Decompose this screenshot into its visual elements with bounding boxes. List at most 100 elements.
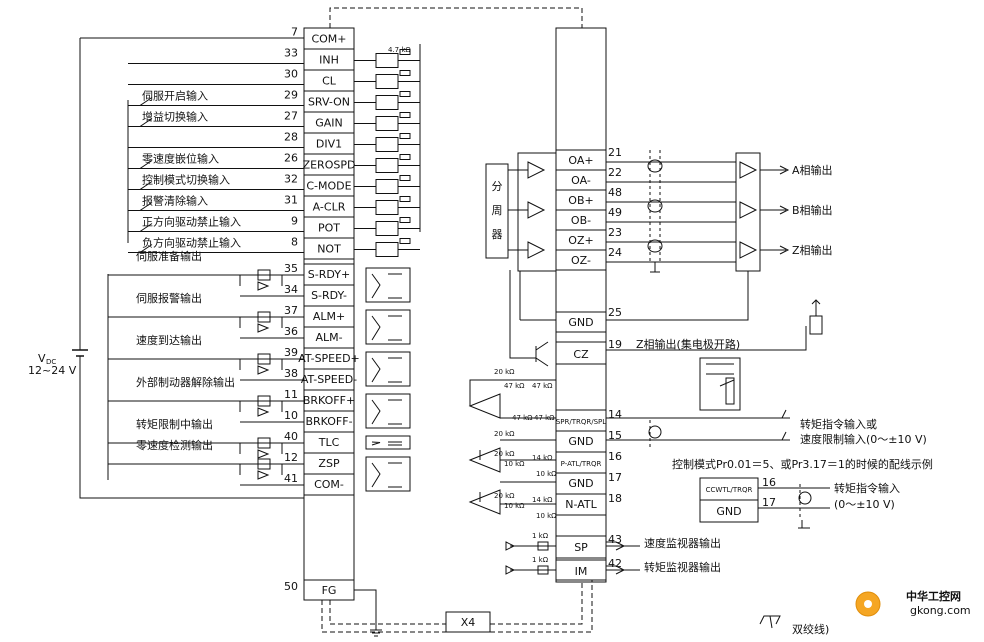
divider-char: 器 [492, 228, 503, 241]
switch-icon [128, 181, 164, 190]
analog-pin: 14 [608, 408, 622, 421]
twisted-pair-legend: 双绞线) [792, 622, 829, 636]
line-driver-icon [527, 161, 546, 179]
watermark-url: gkong.com [910, 604, 971, 617]
output-pin-b: 34 [284, 283, 298, 296]
input-pin-31: 31 [284, 194, 298, 207]
resistor-value: 20 kΩ [494, 450, 515, 458]
supply-range: 12~24 V [28, 364, 77, 377]
resistor-icon [399, 112, 411, 118]
optocoupler-icon [375, 179, 399, 194]
resistor-value: 14 kΩ [532, 496, 553, 504]
optocoupler-icon [375, 200, 399, 215]
example-desc-2: (0～±10 V) [834, 498, 895, 511]
output-pin-a: 37 [284, 304, 298, 317]
resistor-value: 47 kΩ [534, 414, 555, 422]
transistor-inner [371, 399, 402, 425]
fg-cell [303, 579, 355, 601]
resistor-value: 10 kΩ [536, 470, 557, 478]
encoder-pin: 22 [608, 166, 622, 179]
divider-block [485, 163, 509, 259]
encoder-pin: 23 [608, 226, 622, 239]
input-signal-cl: CL [322, 75, 337, 88]
input-desc: 正方向驱动禁止输入 [142, 215, 241, 229]
input-signal-not: NOT [317, 243, 341, 256]
transistor-inner [371, 273, 402, 299]
diode-icon [257, 407, 270, 417]
example-pin-a: 16 [762, 476, 776, 489]
encoder-desc: B相输出 [792, 203, 833, 217]
line-receiver-icon [739, 201, 758, 219]
cz-desc: Z相输出(集电极开路) [636, 337, 740, 351]
resistor-value: 47 kΩ [512, 414, 533, 422]
output-transistor-icon [365, 309, 411, 345]
encoder-signal: OZ+ [568, 234, 593, 247]
ground-symbol [370, 629, 382, 637]
input-signal-c-mode: C-MODE [306, 180, 351, 193]
resistor-icon [399, 238, 411, 244]
resistor-icon [399, 49, 411, 55]
diode-icon [257, 323, 270, 333]
monitor-signal: IM [575, 565, 588, 578]
output-transistor-icon [365, 267, 411, 303]
monitor-cell [555, 559, 607, 583]
output-signal-a: AT-SPEED+ [298, 352, 360, 365]
input-pin-8: 8 [291, 236, 298, 249]
resistor-value: 20 kΩ [494, 368, 515, 376]
analog-signal: P-ATL/TRQR [561, 460, 602, 468]
divider-char: 分 [492, 180, 503, 193]
analog-desc-2: 速度限制输入(0～±10 V) [800, 432, 927, 446]
output-pin-a: 11 [284, 388, 298, 401]
example-signal-b: GND [716, 505, 741, 518]
transistor-inner [371, 462, 402, 488]
input-pin-26: 26 [284, 152, 298, 165]
switch-icon [128, 223, 164, 232]
optocoupler-icon [375, 221, 399, 236]
encoder-pin: 49 [608, 206, 622, 219]
output-signal-a: TLC [318, 436, 340, 449]
input-pin-9: 9 [291, 215, 298, 228]
cz-signal: CZ [573, 348, 589, 361]
input-desc: 增益切换输入 [142, 110, 208, 124]
encoder-signal: OZ- [571, 254, 591, 267]
resistor-icon [399, 217, 411, 223]
resistor-value: 10 kΩ [536, 512, 557, 520]
resistor-value: 20 kΩ [494, 492, 515, 500]
relay-wire [239, 358, 283, 370]
relay-wire [239, 274, 283, 286]
output-signal-a: ZSP [318, 457, 340, 470]
example-desc-1: 转矩指令输入 [834, 481, 900, 495]
input-cell [303, 237, 355, 260]
cz-cell [555, 341, 607, 365]
resistor-icon [399, 175, 411, 181]
encoder-pin: 48 [608, 186, 622, 199]
example-signal-a: CCWTL/TRQR [706, 486, 753, 494]
optocoupler-icon [375, 242, 399, 257]
encoder-signal: OA- [571, 174, 591, 187]
resistor-value: 14 kΩ [532, 454, 553, 462]
output-signal-a: ALM+ [313, 310, 345, 323]
diode-icon [257, 470, 270, 480]
gnd-signal: GND [568, 316, 593, 329]
output-pin-b: 41 [284, 472, 298, 485]
optocoupler-icon [375, 158, 399, 173]
analog-pin: 15 [608, 429, 622, 442]
encoder-pin: 24 [608, 246, 622, 259]
encoder-signal: OB- [571, 214, 591, 227]
transistor-inner [371, 357, 402, 383]
input-pin-32: 32 [284, 173, 298, 186]
diode-icon [257, 449, 270, 459]
resistor-icon [399, 133, 411, 139]
example-pin-b: 17 [762, 496, 776, 509]
resistor-value: 47 kΩ [532, 382, 553, 390]
battery-symbol [72, 349, 88, 357]
switch-icon [128, 160, 164, 169]
supply-label-sub: DC [46, 358, 56, 366]
diode-icon [257, 365, 270, 375]
fg-signal: FG [322, 584, 337, 597]
input-signal-zerospd: ZEROSPD [303, 159, 356, 172]
input-desc: 控制模式切换输入 [142, 173, 230, 187]
analog-cell [555, 493, 607, 516]
